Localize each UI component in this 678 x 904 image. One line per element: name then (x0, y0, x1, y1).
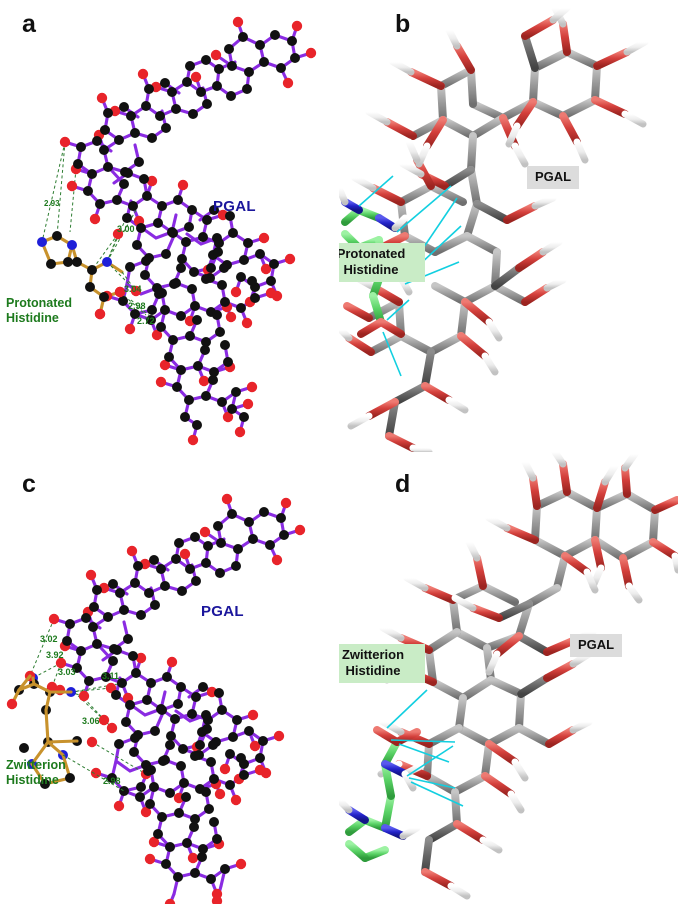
hbond-distance-c-3: 3.03 (58, 667, 76, 677)
pgal-3d-sticks-b (339, 4, 649, 452)
hbond-distance-a-1: 2.93 (44, 199, 60, 208)
histidine-label-d-line2: Histidine (345, 662, 401, 678)
pgal-label-a: PGAL (213, 198, 256, 215)
histidine-label-c: Zwitterion Histidine (6, 758, 126, 789)
panel-c: c (0, 452, 339, 904)
pgal-label-c: PGAL (201, 603, 244, 620)
panel-b-structure (339, 4, 649, 452)
histidine-label-c-line2: Histidine (6, 773, 59, 788)
histidine-ring-c (10, 674, 79, 786)
hbond-distance-c-5: 3.06 (82, 716, 100, 726)
pgal-3d-sticks-d (377, 452, 678, 900)
pgal-label-b: PGAL (527, 166, 580, 189)
hbond-distance-a-3: 3.04 (124, 284, 142, 294)
histidine-label-b: Protonated Histidine (339, 243, 425, 282)
hbond-dashes-d (386, 689, 464, 807)
histidine-label-d: Zwitterion Histidine (339, 644, 425, 683)
histidine-label-b-line1: Protonated (339, 246, 406, 261)
hbond-distance-c-4: 3.11 (102, 671, 120, 681)
histidine-label-c-line1: Zwitterion (6, 758, 66, 772)
histidine-3d-sticks-d (339, 726, 425, 862)
hbond-distance-c-2: 3.92 (46, 650, 64, 660)
hbond-distance-a-5: 2.72 (137, 316, 155, 326)
pgal-label-d: PGAL (570, 634, 623, 657)
histidine-atoms-a (37, 231, 126, 320)
carbon-atoms-c (62, 507, 289, 884)
hbond-lines-a (41, 141, 153, 319)
hbond-distance-c-6: 2.98 (103, 776, 121, 786)
panel-d: d (339, 452, 678, 904)
pgal-atoms-c (48, 493, 306, 904)
pgal-atoms-a (59, 16, 317, 446)
panel-a-structure (37, 16, 317, 446)
panel-c-letter: c (22, 470, 36, 498)
hbond-distance-c-1: 3.02 (40, 634, 58, 644)
histidine-label-a-line1: Protonated (6, 296, 72, 310)
panel-a-letter: a (22, 10, 36, 38)
histidine-label-a: Protonated Histidine (6, 296, 126, 327)
panel-b: b (339, 0, 678, 452)
hbond-distance-a-2: 3.00 (117, 224, 135, 234)
histidine-label-d-line1: Zwitterion (341, 647, 405, 662)
panel-c-structure (6, 493, 306, 904)
panel-b-letter: b (395, 10, 411, 38)
panel-d-structure (339, 452, 678, 900)
panel-d-letter: d (395, 470, 411, 498)
hbond-distance-a-4: 2.98 (128, 301, 146, 311)
histidine-label-b-line2: Histidine (343, 261, 399, 277)
histidine-label-a-line2: Histidine (6, 311, 59, 326)
oxygen-atoms-c (48, 493, 306, 904)
panel-a: a (0, 0, 339, 452)
carbon-atoms-a (73, 30, 300, 430)
hbond-zwitterion-c (62, 754, 125, 792)
